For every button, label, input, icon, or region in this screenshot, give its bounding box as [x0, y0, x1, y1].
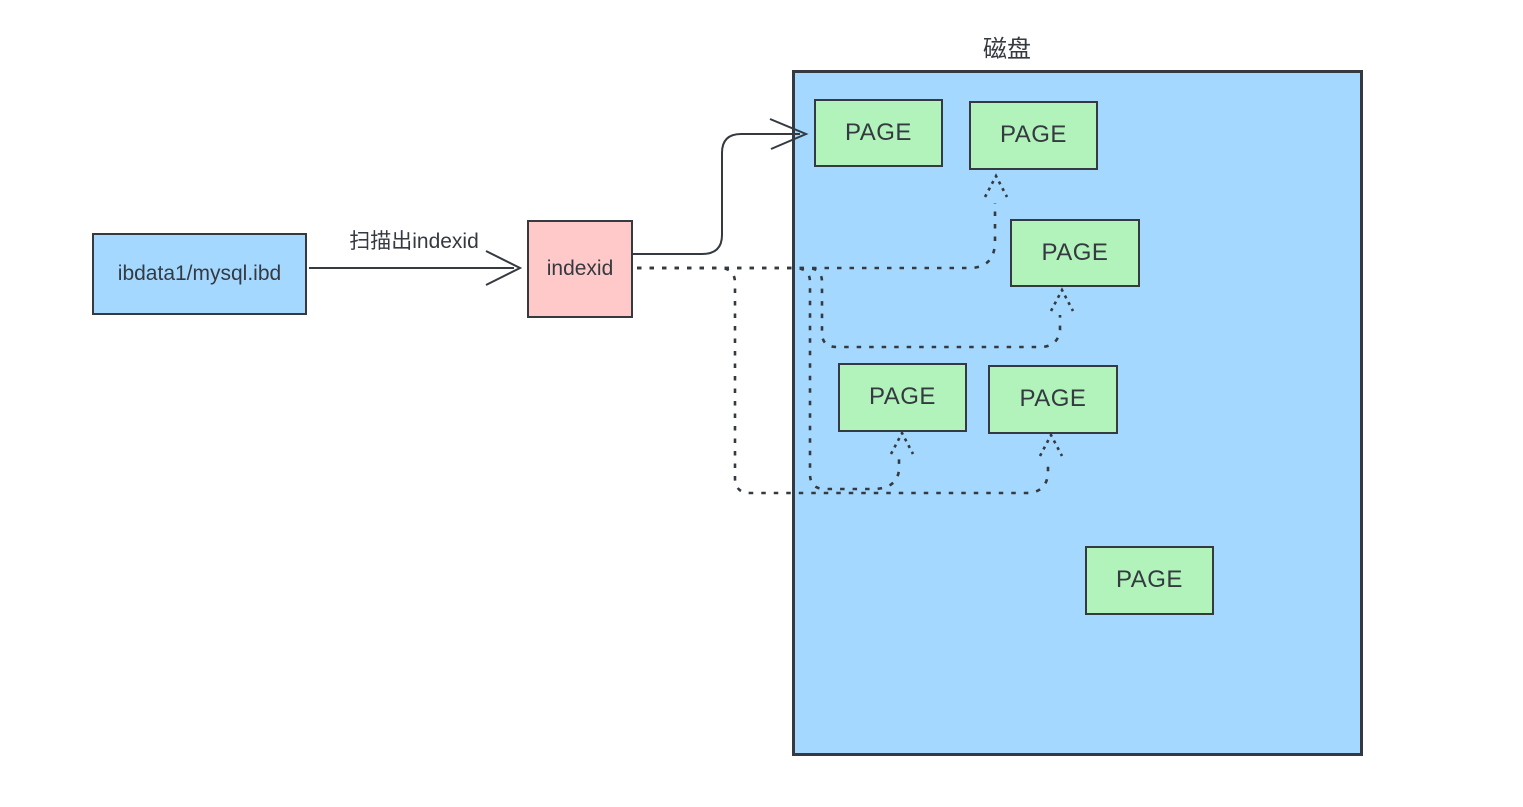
- page-node-3: PAGE: [1010, 219, 1140, 287]
- node-indexid: indexid: [527, 220, 633, 318]
- page-node-4-label: PAGE: [869, 383, 936, 411]
- page-node-2-label: PAGE: [1000, 121, 1067, 149]
- page-node-3-label: PAGE: [1041, 238, 1109, 266]
- node-ibdata-file: ibdata1/mysql.ibd: [92, 233, 307, 315]
- page-node-1: PAGE: [814, 99, 943, 167]
- page-node-5: PAGE: [988, 365, 1118, 434]
- page-node-5-label: PAGE: [1019, 385, 1087, 413]
- page-node-2: PAGE: [969, 101, 1098, 170]
- page-node-4: PAGE: [838, 363, 967, 432]
- arrow-scan-arrowhead: [485, 250, 523, 286]
- page-node-1-label: PAGE: [845, 118, 912, 146]
- node-ibdata-file-label: ibdata1/mysql.ibd: [117, 262, 282, 286]
- scan-arrow-label: 扫描出indexid: [349, 230, 479, 253]
- disk-title: 磁盘: [983, 36, 1031, 63]
- page-node-6: PAGE: [1085, 546, 1214, 615]
- page-node-6-label: PAGE: [1116, 566, 1183, 594]
- arrow-indexid-to-page1: [633, 133, 800, 255]
- node-indexid-label: indexid: [546, 257, 614, 281]
